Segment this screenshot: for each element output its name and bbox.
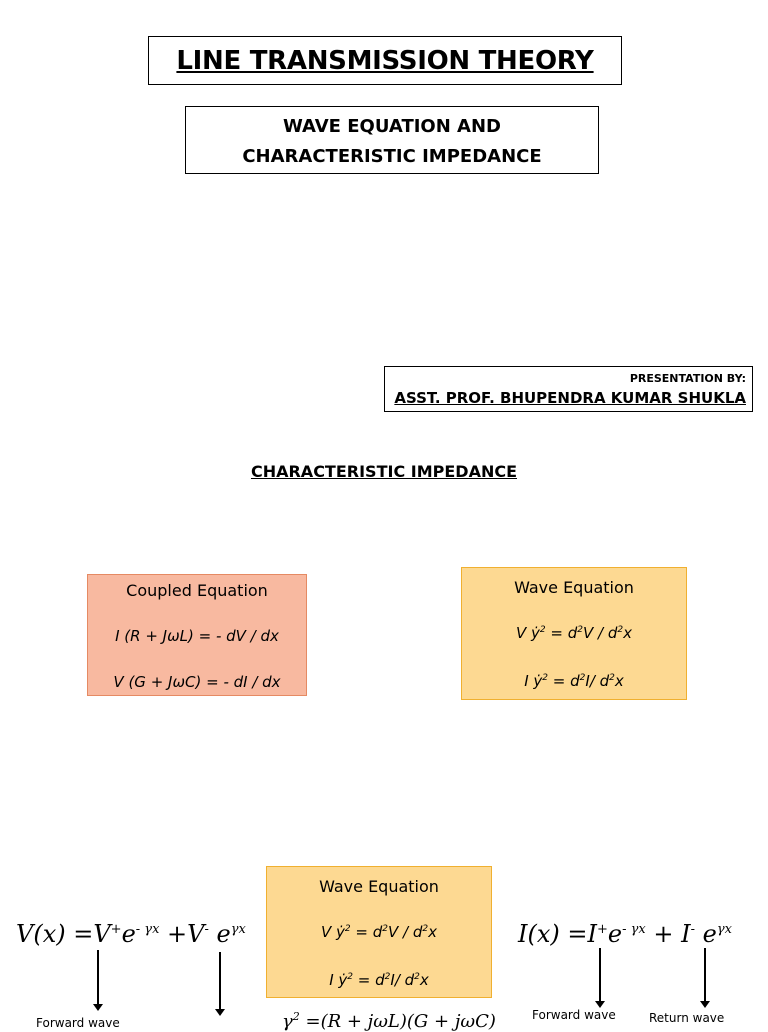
voltage-wave-equation: V(x) =V+e- γx +V- eγx <box>16 920 246 948</box>
wave-equation-title: Wave Equation <box>514 578 634 597</box>
subtitle-line-2: CHARACTERISTIC IMPEDANCE <box>242 146 542 167</box>
title-box: LINE TRANSMISSION THEORY <box>148 36 622 85</box>
forward-wave-label-voltage: Forward wave <box>36 1016 120 1030</box>
presenter-label: PRESENTATION BY: <box>629 372 746 385</box>
section-heading: CHARACTERISTIC IMPEDANCE <box>250 462 518 481</box>
current-wave-equation: I(x) =I+e- γx + I- eγx <box>518 920 732 948</box>
forward-wave-label-current: Forward wave <box>532 1008 616 1022</box>
coupled-equation-2: V (G + JωC) = - dI / dx <box>113 673 281 691</box>
forward-arrow-voltage <box>93 950 103 1011</box>
subtitle-box: WAVE EQUATION AND CHARACTERISTIC IMPEDAN… <box>185 106 599 174</box>
presenter-box: PRESENTATION BY: ASST. PROF. BHUPENDRA K… <box>384 366 753 412</box>
return-arrow-voltage <box>215 952 225 1016</box>
wave-equation-title-2: Wave Equation <box>319 877 439 896</box>
subtitle-line-1: WAVE EQUATION AND <box>283 116 501 137</box>
wave-equation-2-2: I ẏ2 = d2I/ d2x <box>329 971 429 989</box>
page-title: LINE TRANSMISSION THEORY <box>176 46 594 76</box>
wave-equation-1: V ẏ2 = d2V / d2x <box>515 624 632 642</box>
coupled-equation-1: I (R + JωL) = - dV / dx <box>115 627 279 645</box>
wave-equation-box: Wave Equation V ẏ2 = d2V / d2x I ẏ2 = d2… <box>461 567 687 700</box>
wave-equation-2-1: V ẏ2 = d2V / d2x <box>320 923 437 941</box>
return-arrow-current <box>700 948 710 1008</box>
wave-equation-box-2: Wave Equation V ẏ2 = d2V / d2x I ẏ2 = d2… <box>266 866 492 998</box>
coupled-equation-title: Coupled Equation <box>126 581 268 600</box>
forward-arrow-current <box>595 948 605 1008</box>
propagation-constant-equation: γ2 =(R + jωL)(G + jωC) <box>282 1010 496 1032</box>
wave-equation-2: I ẏ2 = d2I/ d2x <box>524 672 624 690</box>
coupled-equation-box: Coupled Equation I (R + JωL) = - dV / dx… <box>87 574 307 696</box>
presenter-name: ASST. PROF. BHUPENDRA KUMAR SHUKLA <box>394 389 746 407</box>
return-wave-label-current: Return wave <box>649 1011 725 1025</box>
